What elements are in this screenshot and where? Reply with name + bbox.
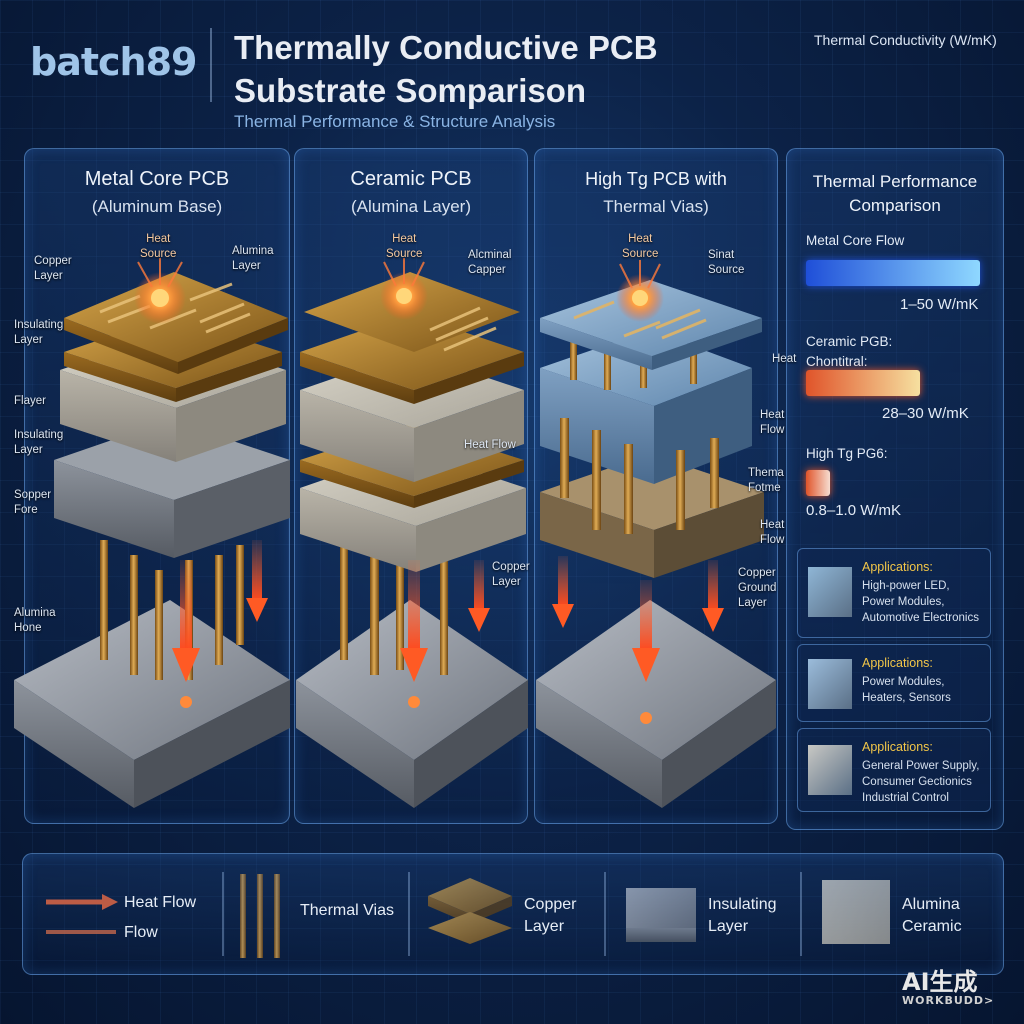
col3-label-copper-ground-layer: Copper Ground Layer — [738, 567, 777, 609]
col2-label-alcminal-capper: Alcminal Capper — [468, 249, 512, 276]
legend-divider — [408, 872, 410, 956]
ceramic-conductivity-bar — [806, 370, 920, 396]
metal-core-conductivity-bar — [806, 260, 980, 286]
high-tg-conductivity-bar — [806, 470, 830, 496]
col2-label-heat-flow: Heat Flow — [464, 439, 516, 451]
legend-divider — [222, 872, 224, 956]
col-title-metal-core: Metal Core PCB (Aluminum Base) — [24, 166, 290, 220]
application-heading: Applications: — [862, 560, 933, 574]
col1-label-alumina-layer: Alumina Layer — [232, 245, 274, 272]
col-title-ceramic-main: Ceramic PCB — [350, 168, 472, 190]
legend-alumina-ceramic: Alumina Ceramic — [902, 896, 962, 935]
col-title-high-tg: High Tg PCB with Thermal Vias) — [534, 166, 778, 220]
col1-heat-source-label: Heat Source — [140, 233, 177, 260]
legend-panel — [22, 853, 1004, 975]
page-subtitle: Thermal Performance & Structure Analysis — [234, 112, 556, 131]
col-title-metal-core-sub: (Aluminum Base) — [91, 197, 223, 216]
col3-label-sinat-source: Sinat Source — [708, 249, 745, 276]
application-heading: Applications: — [862, 740, 933, 754]
col1-label-insulating-layer-1: Insulating Layer — [14, 319, 64, 346]
col3-label-heat: Heat — [772, 353, 797, 365]
col2-heat-source-label: Heat Source — [386, 233, 423, 260]
legend-copper-layer: Copper Layer — [524, 896, 577, 935]
ceramic-material-swatch — [808, 659, 852, 709]
high-tg-stack — [536, 260, 776, 808]
page-title: Thermally Conductive PCB Substrate Sompa… — [234, 29, 658, 109]
header-divider — [210, 28, 212, 102]
col3-label-heat-flow-1: Heat Flow — [760, 409, 785, 436]
col3-label-thema-fotme: Thema Fotme — [748, 467, 784, 494]
watermark-ai-generated: AI生成 — [902, 968, 978, 996]
metal-core-flow-label: Metal Core Flow — [806, 233, 905, 248]
ceramic-conductivity-value: 28–30 W/mK — [882, 405, 969, 422]
metal-core-material-swatch — [808, 567, 852, 617]
high-tg-label: High Tg PG6: — [806, 446, 888, 461]
col3-label-heat-flow-2: Heat Flow — [760, 519, 785, 546]
legend-divider — [604, 872, 606, 956]
application-card-ceramic: Applications: Power Modules, Heaters, Se… — [797, 644, 991, 722]
col3-heat-source-label: Heat Source — [622, 233, 659, 260]
thermal-conductivity-note: Thermal Conductivity (W/mK) — [814, 32, 997, 48]
col-title-ceramic-sub: (Alumina Layer) — [351, 197, 471, 216]
legend-heat-flow: Heat Flow — [124, 894, 197, 911]
application-text: Power Modules, Heaters, Sensors — [862, 676, 951, 704]
col-title-ceramic: Ceramic PCB (Alumina Layer) — [294, 166, 528, 220]
application-text: General Power Supply, Consumer Gectionic… — [862, 760, 980, 804]
metal-core-stack — [14, 258, 290, 808]
application-card-high-tg: Applications: General Power Supply, Cons… — [797, 728, 991, 812]
legend-flow: Flow — [124, 924, 158, 941]
col1-label-insulating-layer-2: Insulating Layer — [14, 429, 64, 456]
col-title-high-tg-sub: Thermal Vias) — [603, 197, 709, 216]
ceramic-stack — [296, 258, 528, 808]
col1-label-sopper-fore: Sopper Fore — [14, 489, 52, 516]
application-text: High-power LED, Power Modules, Automotiv… — [862, 580, 979, 624]
watermark-workbuddy: WORKBUDD> — [902, 994, 995, 1007]
col-title-high-tg-main: High Tg PCB with — [585, 169, 727, 189]
ceramic-pcb-label: Ceramic PGB: Chontitral: — [806, 334, 893, 369]
col1-label-copper-layer: Copper Layer — [34, 255, 72, 282]
legend-insulating-layer: Insulating Layer — [708, 896, 777, 935]
metal-core-conductivity-value: 1–50 W/mK — [900, 296, 979, 313]
legend-divider — [800, 872, 802, 956]
legend-thermal-vias: Thermal Vias — [300, 902, 394, 919]
col-title-metal-core-main: Metal Core PCB — [84, 168, 230, 190]
col1-label-flayer: Flayer — [14, 395, 46, 407]
application-heading: Applications: — [862, 656, 933, 670]
brand-logo: batch89 — [30, 40, 197, 84]
col2-label-copper-layer: Copper Layer — [492, 561, 530, 588]
col1-label-alumina-hone: Alumina Hone — [14, 607, 56, 634]
high-tg-material-swatch — [808, 745, 852, 795]
high-tg-conductivity-value: 0.8–1.0 W/mK — [806, 502, 902, 519]
legend-icons — [46, 874, 890, 958]
thermal-comparison-title: Thermal Performance Comparison — [812, 172, 978, 215]
application-card-metal-core: Applications: High-power LED, Power Modu… — [797, 548, 991, 638]
